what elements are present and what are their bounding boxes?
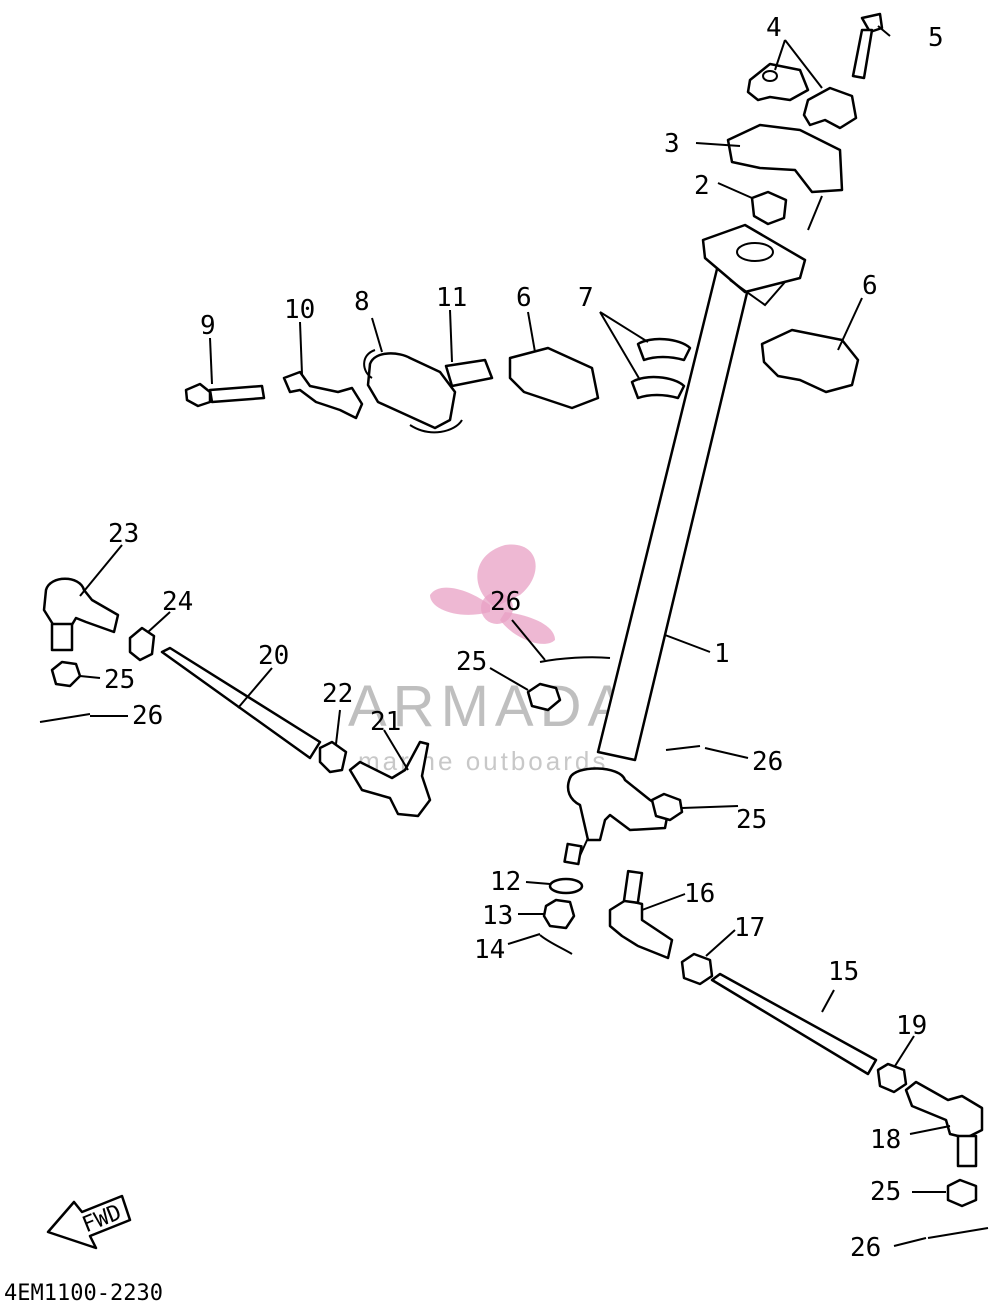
callout-22: 22 bbox=[322, 679, 353, 709]
callout-26-center: 26 bbox=[490, 587, 521, 617]
callout-14: 14 bbox=[474, 935, 505, 965]
watermark: ARMADA marine outboards bbox=[348, 544, 632, 776]
leader-lines bbox=[79, 25, 951, 1247]
callout-11: 11 bbox=[436, 283, 467, 313]
callout-6-right: 6 bbox=[862, 271, 878, 301]
callout-10: 10 bbox=[284, 295, 315, 325]
callout-26-right: 26 bbox=[752, 747, 783, 777]
callout-19: 19 bbox=[896, 1011, 927, 1041]
callout-26-left: 26 bbox=[132, 701, 163, 731]
callout-23: 23 bbox=[108, 519, 139, 549]
callout-labels: 1 2 3 4 5 6 6 7 8 9 10 11 12 13 14 15 16… bbox=[104, 13, 944, 1263]
callout-2: 2 bbox=[694, 171, 710, 201]
callout-9: 9 bbox=[200, 311, 216, 341]
right-tie-rod-assembly bbox=[608, 869, 989, 1239]
callout-16: 16 bbox=[684, 879, 715, 909]
callout-13: 13 bbox=[482, 901, 513, 931]
propeller-logo bbox=[430, 544, 555, 644]
callout-7: 7 bbox=[578, 283, 594, 313]
callout-17: 17 bbox=[734, 913, 765, 943]
bracket-parts bbox=[184, 328, 860, 434]
callout-3: 3 bbox=[664, 129, 680, 159]
center-hardware bbox=[526, 656, 701, 955]
part-code: 4EM1100-2230 bbox=[4, 1281, 163, 1306]
callout-26-bottom: 26 bbox=[850, 1233, 881, 1263]
fwd-arrow: FWD bbox=[46, 1194, 132, 1250]
watermark-subtitle: marine outboards bbox=[358, 746, 608, 776]
callout-21: 21 bbox=[370, 707, 401, 737]
callout-8: 8 bbox=[354, 287, 370, 317]
callout-4: 4 bbox=[766, 13, 782, 43]
callout-6-left: 6 bbox=[516, 283, 532, 313]
callout-15: 15 bbox=[828, 957, 859, 987]
upper-clamps bbox=[726, 12, 884, 226]
callout-25-left: 25 bbox=[104, 665, 135, 695]
callout-24: 24 bbox=[162, 587, 193, 617]
callout-20: 20 bbox=[258, 641, 289, 671]
watermark-title: ARMADA bbox=[348, 674, 632, 739]
steering-column bbox=[563, 223, 807, 866]
callout-25-right: 25 bbox=[736, 805, 767, 835]
callout-18: 18 bbox=[870, 1125, 901, 1155]
callout-12: 12 bbox=[490, 867, 521, 897]
callout-25-center: 25 bbox=[456, 647, 487, 677]
callout-5: 5 bbox=[928, 23, 944, 53]
callout-25-bottom: 25 bbox=[870, 1177, 901, 1207]
callout-1: 1 bbox=[714, 639, 730, 669]
